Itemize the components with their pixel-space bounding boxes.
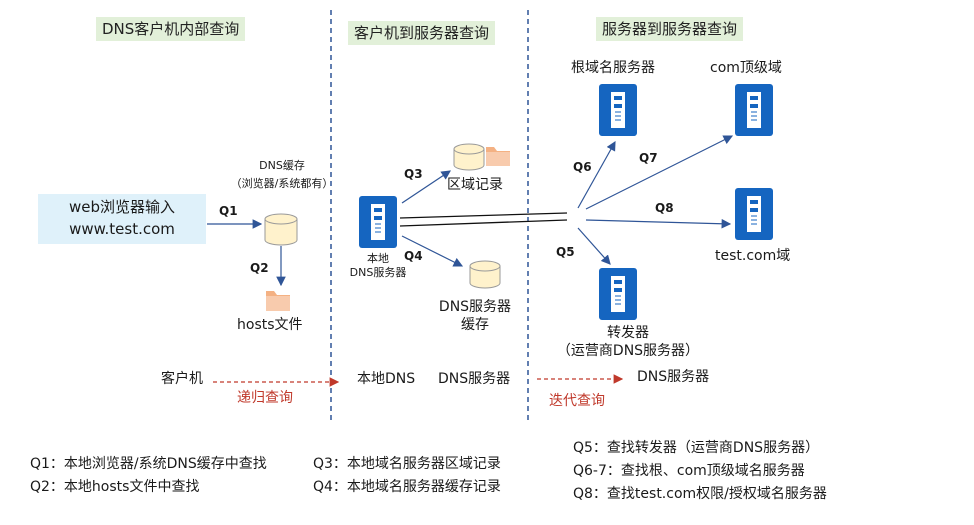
section-title-client-internal: DNS客户机内部查询 (96, 17, 246, 41)
flow-iterative-label: 迭代查询 (549, 393, 605, 409)
q5-label: Q5 (556, 245, 575, 259)
test-server-label: test.com域 (715, 248, 791, 264)
flow-dns-server-b-label: DNS服务器 (637, 369, 710, 385)
forwarder-label: 转发器 （运营商DNS服务器） (548, 324, 708, 360)
legend-item-q3: Q3：本地域名服务器区域记录 (313, 456, 501, 472)
dns-server-cache-label: DNS服务器 缓存 (430, 298, 520, 334)
q5-arrow (577, 227, 611, 265)
q2-label: Q2 (250, 261, 269, 275)
legend-item-q1: Q1：本地浏览器/系统DNS缓存中查找 (30, 456, 267, 472)
browser-input-label: web浏览器输入 (68, 198, 176, 216)
local-dns-server-icon (358, 195, 398, 249)
section-title-client-to-server: 客户机到服务器查询 (348, 21, 496, 45)
com-server-icon (734, 83, 774, 137)
browser-input-url: www.test.com (69, 220, 175, 238)
com-server-label: com顶级域 (710, 60, 782, 76)
flow-client-label: 客户机 (161, 371, 203, 387)
hosts-folder-icon (266, 291, 290, 311)
zone-record-folder-icon (486, 147, 510, 166)
test-server-icon (734, 187, 774, 241)
flow-local-dns-label: 本地DNS (357, 371, 416, 387)
connection-line-2 (399, 219, 568, 227)
forwarder-server-icon (598, 267, 638, 321)
legend-item-q6-7: Q6-7：查找根、com顶级域名服务器 (573, 463, 805, 479)
browser-input-box: web浏览器输入 www.test.com (38, 194, 206, 244)
q7-label: Q7 (639, 151, 658, 165)
q4-arrow (401, 235, 464, 267)
legend-right: Q5：查找转发器（运营商DNS服务器） Q6-7：查找根、com顶级域名服务器 … (573, 437, 827, 506)
root-server-icon (598, 83, 638, 137)
dns-server-cache-cylinder (469, 260, 501, 289)
local-dns-label-line2: DNS服务器 (349, 266, 407, 279)
client-cache-cylinder (264, 213, 298, 246)
q3-label: Q3 (404, 167, 423, 181)
q8-label: Q8 (655, 201, 674, 215)
legend-item-q2: Q2：本地hosts文件中查找 (30, 479, 200, 495)
zone-record-label: 区域记录 (447, 177, 503, 193)
client-cache-label: DNS缓存 （浏览器/系统都有） (212, 159, 352, 191)
q8-arrow (585, 218, 732, 229)
flow-recursive-label: 递归查询 (237, 390, 293, 406)
legend-left: Q1：本地浏览器/系统DNS缓存中查找 Q2：本地hosts文件中查找 (30, 453, 267, 499)
section-title-server-to-server: 服务器到服务器查询 (596, 17, 744, 41)
forwarder-label-line2: （运营商DNS服务器） (556, 343, 700, 359)
legend-item-q4: Q4：本地域名服务器缓存记录 (313, 479, 501, 495)
connection-line-1 (399, 212, 568, 219)
local-dns-label-line1: 本地 (367, 252, 389, 265)
flow-dns-server-a-label: DNS服务器 (438, 371, 511, 387)
legend-item-q8: Q8：查找test.com权限/授权域名服务器 (573, 486, 827, 502)
q6-arrow (577, 140, 616, 209)
client-cache-subtitle: （浏览器/系统都有） (230, 177, 334, 190)
root-server-label: 根域名服务器 (571, 60, 655, 76)
q3-arrow (401, 170, 451, 204)
dns-server-cache-line1: DNS服务器 (438, 299, 512, 315)
dns-server-cache-line2: 缓存 (461, 317, 489, 333)
hosts-file-label: hosts文件 (237, 317, 303, 333)
q1-label: Q1 (219, 204, 238, 218)
forwarder-label-line1: 转发器 (607, 325, 649, 341)
q7-arrow (585, 135, 734, 210)
legend-item-q5: Q5：查找转发器（运营商DNS服务器） (573, 440, 820, 456)
q4-label: Q4 (404, 249, 423, 263)
q6-label: Q6 (573, 160, 592, 174)
zone-record-cylinder (453, 143, 485, 171)
client-cache-title: DNS缓存 (259, 159, 305, 172)
local-dns-server-label: 本地 DNS服务器 (338, 252, 418, 280)
legend-middle: Q3：本地域名服务器区域记录 Q4：本地域名服务器缓存记录 (313, 453, 501, 499)
